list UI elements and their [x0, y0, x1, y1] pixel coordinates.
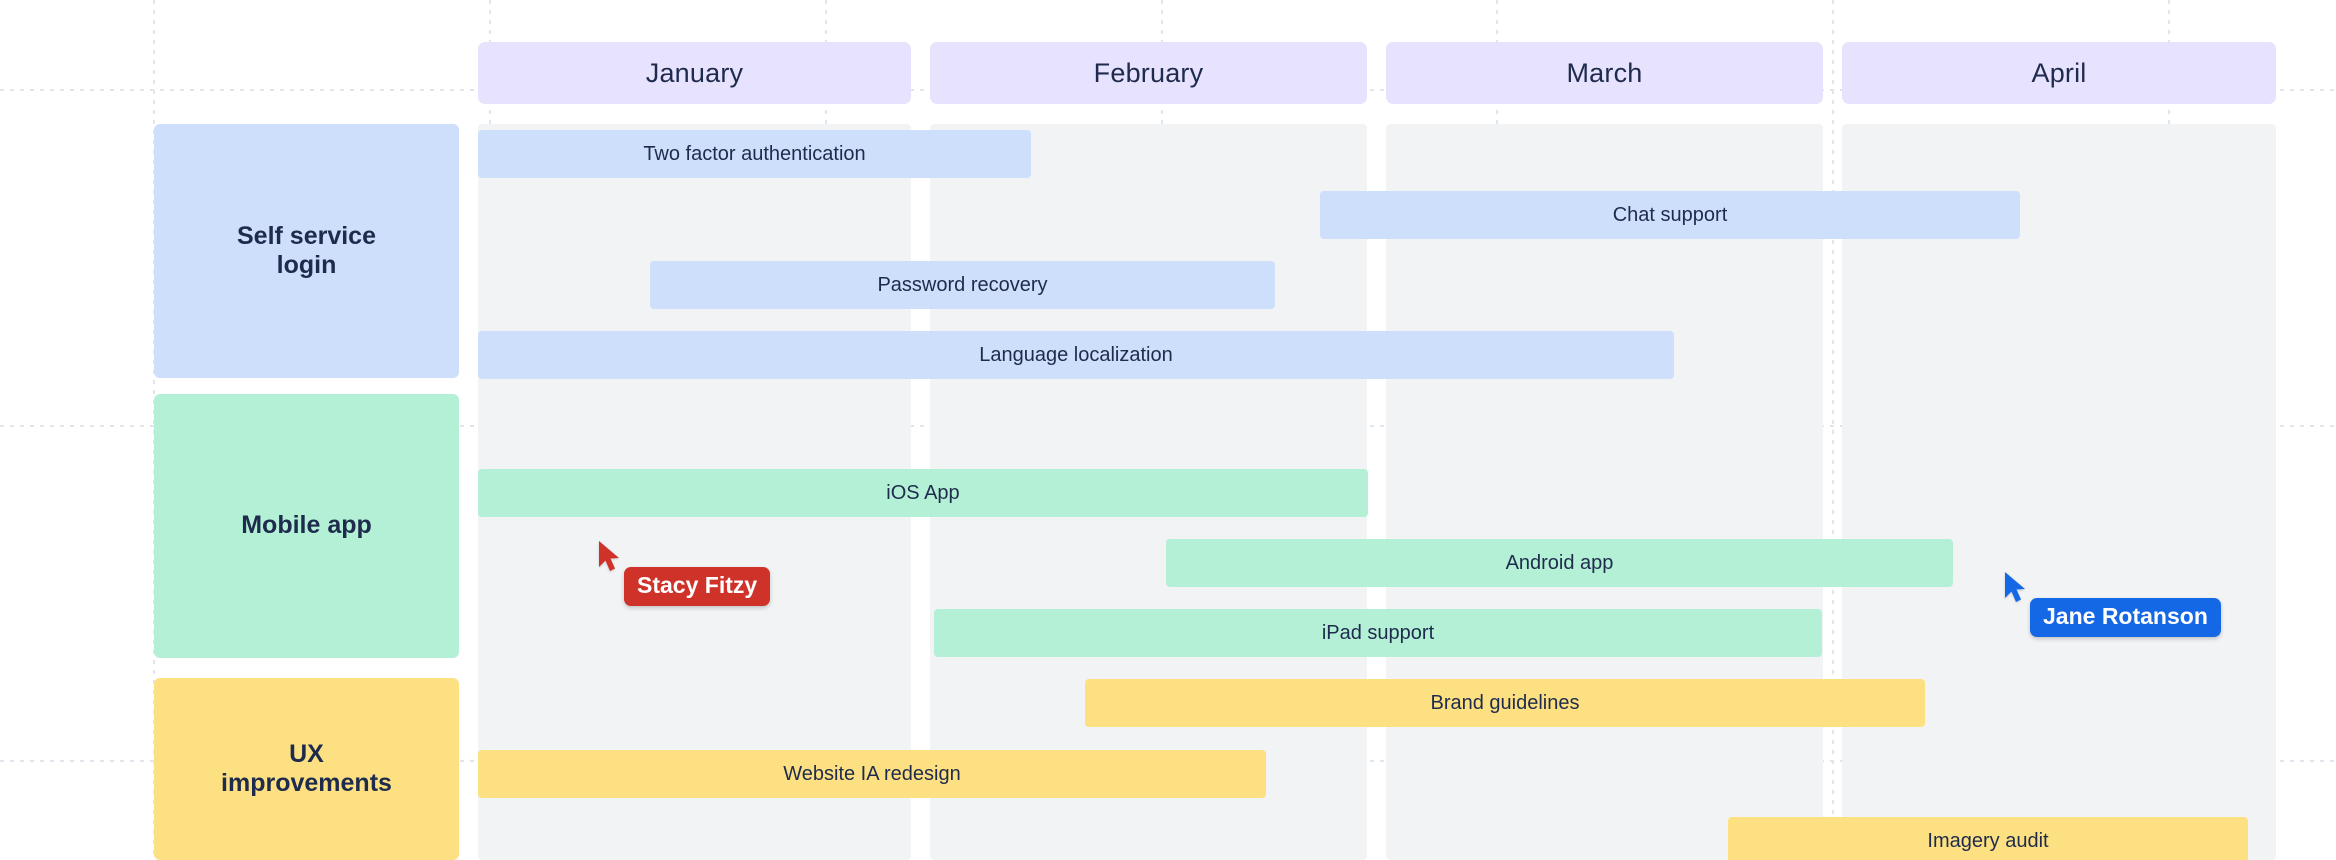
task-bar-label: iOS App	[886, 481, 960, 504]
task-bar[interactable]: Brand guidelines	[1085, 679, 1925, 727]
month-header-march[interactable]: March	[1386, 42, 1823, 104]
task-bar[interactable]: iPad support	[934, 609, 1822, 657]
task-bar[interactable]: Android app	[1166, 539, 1953, 587]
task-bar-label: Two factor authentication	[643, 142, 866, 165]
month-header-label: April	[2031, 57, 2087, 88]
task-bar[interactable]: Password recovery	[650, 261, 1275, 309]
timeline-column-march	[1386, 124, 1823, 860]
grid-line-vertical	[1832, 0, 1834, 860]
task-bar-label: iPad support	[1321, 621, 1435, 644]
task-bar-label: Brand guidelines	[1430, 691, 1580, 714]
swimlane-label-line1: UX	[289, 739, 324, 768]
task-bar[interactable]: iOS App	[478, 469, 1368, 517]
task-bar-label: Password recovery	[877, 273, 1048, 296]
month-header-january[interactable]: January	[478, 42, 911, 104]
task-bar[interactable]: Two factor authentication	[478, 130, 1031, 178]
month-header-label: March	[1566, 57, 1643, 88]
task-bar[interactable]: Website IA redesign	[478, 750, 1266, 798]
task-bar[interactable]: Imagery audit	[1728, 817, 2248, 860]
task-bar[interactable]: Language localization	[478, 331, 1674, 379]
swimlane-label-line1: Self service	[237, 221, 376, 250]
swimlane-label-line2: login	[276, 251, 337, 279]
task-bar-label: Chat support	[1612, 203, 1728, 226]
month-header-label: January	[645, 57, 744, 88]
month-header-february[interactable]: February	[930, 42, 1367, 104]
task-bar-label: Language localization	[979, 343, 1173, 366]
task-bar-label: Website IA redesign	[783, 762, 961, 785]
task-bar[interactable]: Chat support	[1320, 191, 2020, 239]
task-bar-label: Imagery audit	[1927, 829, 2049, 852]
swimlane-label-line2: improvements	[221, 769, 392, 797]
timeline-column-april	[1842, 124, 2276, 860]
month-header-april[interactable]: April	[1842, 42, 2276, 104]
swimlane-card-1[interactable]: Mobile app	[154, 394, 459, 658]
month-header-label: February	[1093, 57, 1204, 88]
task-bar-label: Android app	[1505, 551, 1614, 574]
swimlane-label: Mobile app	[241, 511, 372, 540]
